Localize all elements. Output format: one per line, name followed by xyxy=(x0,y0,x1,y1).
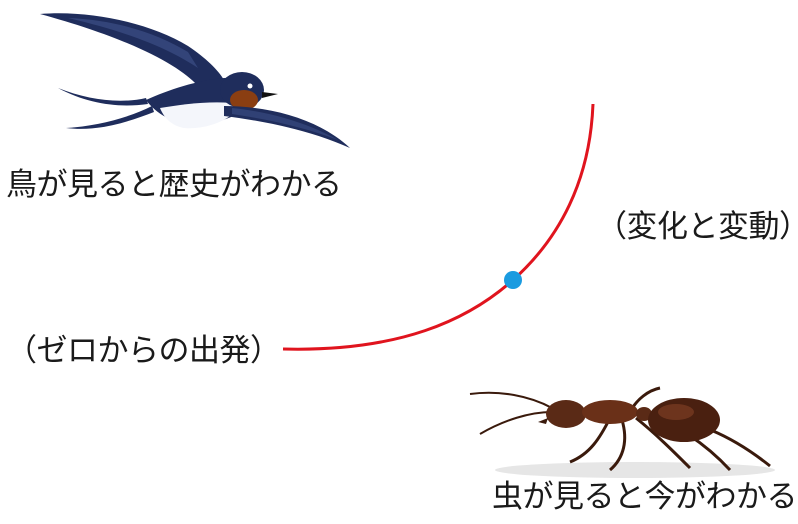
bird-caption: 鳥が見ると歴史がわかる xyxy=(6,167,342,203)
ant-icon xyxy=(469,386,775,478)
ant-caption: 虫が見ると今がわかる xyxy=(492,479,798,515)
current-point-marker xyxy=(504,271,522,289)
swallow-icon xyxy=(40,13,350,148)
origin-label: （ゼロからの出発） xyxy=(6,333,281,369)
curve-line xyxy=(282,103,595,351)
change-label: （変化と変動） xyxy=(596,209,798,245)
